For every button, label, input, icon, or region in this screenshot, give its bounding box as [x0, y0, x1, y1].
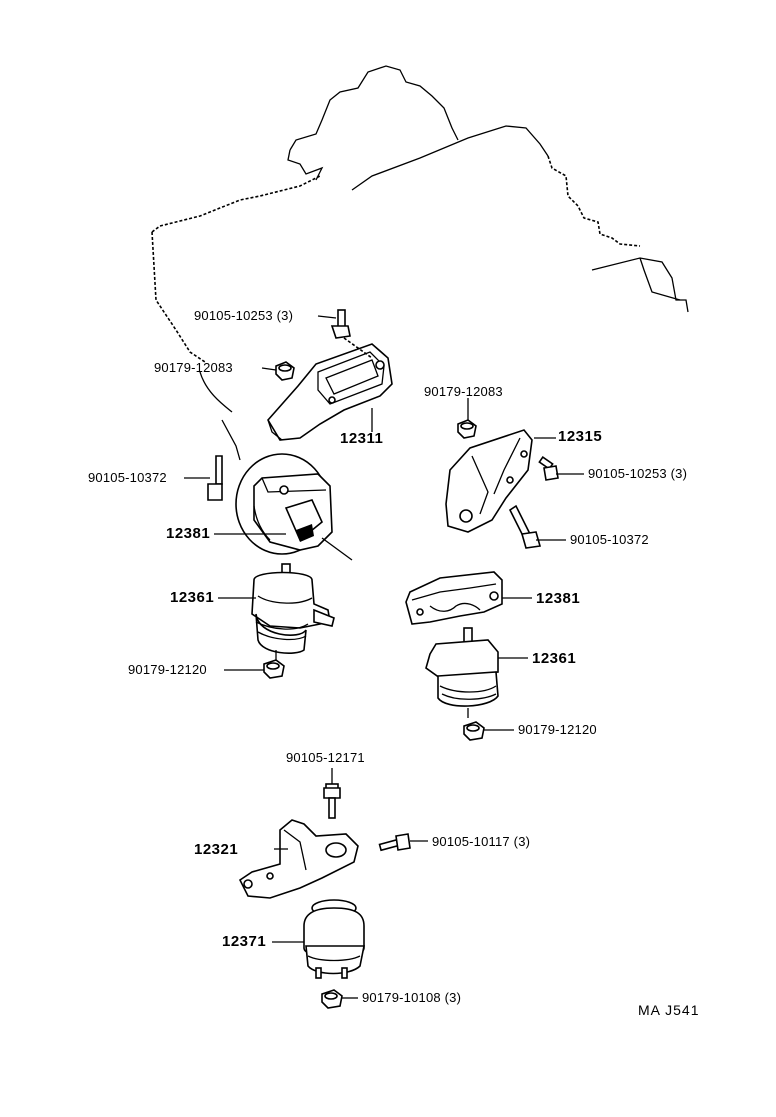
label-bracket-12381-right: 12381: [536, 590, 581, 607]
label-bracket-12315: 12315: [558, 428, 603, 445]
nut-90179-12083-right: [457, 419, 477, 439]
nut-90179-12083-left: [275, 361, 295, 381]
label-bracket-12311: 12311: [340, 430, 384, 447]
bolt-90105-10372-left: [207, 455, 223, 501]
bolt-90105-12171: [323, 783, 341, 819]
label-nut-90179-12083-right: 90179-12083: [424, 384, 503, 399]
bracket-12381-left: [235, 453, 353, 561]
label-mount-12371: 12371: [222, 933, 267, 950]
label-mount-12361-left: 12361: [170, 589, 215, 606]
label-bolt-90105-10253-right: 90105-10253 (3): [588, 466, 688, 481]
label-bracket-12321: 12321: [194, 841, 239, 858]
label-nut-90179-10108: 90179-10108 (3): [362, 990, 462, 1005]
nut-90179-10108: [321, 989, 343, 1009]
label-bolt-90105-12171: 90105-12171: [286, 750, 365, 765]
label-bracket-12381-left: 12381: [166, 525, 211, 542]
bracket-12381-right: [405, 571, 503, 625]
leader-lines: [184, 315, 584, 999]
label-nut-90179-12120-right: 90179-12120: [518, 722, 597, 737]
bolt-90105-10117: [378, 833, 411, 852]
bolt-90105-10372-right: [508, 504, 542, 549]
label-bolt-90105-10117: 90105-10117 (3): [432, 834, 531, 849]
nut-90179-12120-right: [463, 721, 485, 741]
mount-12371: [303, 899, 365, 979]
figure-code: MA J541: [638, 1002, 700, 1018]
bracket-12321: [238, 819, 359, 899]
label-nut-90179-12120-left: 90179-12120: [128, 662, 207, 677]
label-bolt-90105-10372-left: 90105-10372: [88, 470, 167, 485]
bracket-12315: [445, 429, 533, 533]
engine-outline: [151, 65, 689, 461]
nut-90179-12120-left: [263, 659, 285, 679]
bolt-90105-10253-right: [538, 455, 559, 481]
mount-12361-right: [425, 627, 499, 718]
label-bolt-90105-10372-right: 90105-10372: [570, 532, 649, 547]
bolt-90105-10253-left: [330, 309, 373, 359]
label-mount-12361-right: 12361: [532, 650, 577, 667]
label-bolt-90105-10253-left: 90105-10253 (3): [194, 308, 294, 323]
mount-12361-left: [251, 563, 335, 660]
label-nut-90179-12083-left: 90179-12083: [154, 360, 233, 375]
bracket-12311: [267, 343, 393, 441]
